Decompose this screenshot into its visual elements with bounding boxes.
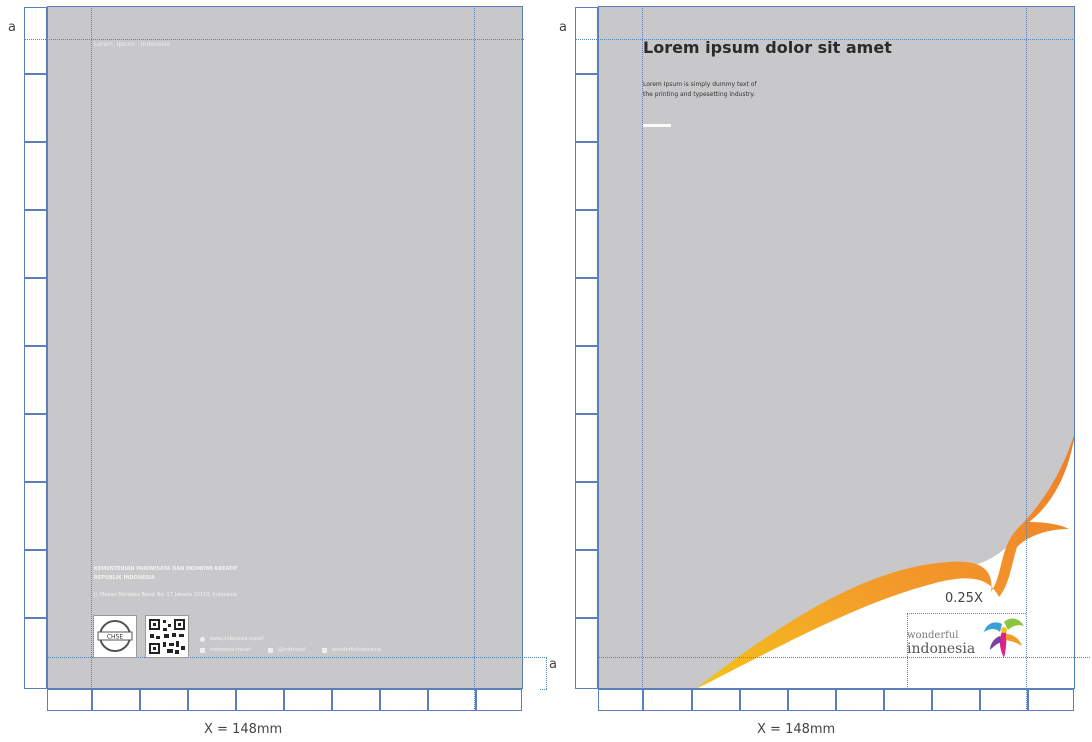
logo-size-label: 0.25X [945,591,983,606]
twitter-icon [268,648,273,653]
ruler-cell [575,482,598,550]
youtube-icon [322,648,327,653]
page-width-label: X = 148mm [204,722,283,737]
bottom-margin-label: a [549,657,557,672]
website-text: www.indonesia.travel [210,636,264,642]
bottom-margin-marker-tick [540,689,547,690]
ruler-cell [24,346,47,414]
top-margin-label: a [8,20,16,35]
ruler-cell [575,142,598,210]
ruler-cell [1028,689,1074,711]
org-address: Jl. Medan Merdeka Barat No. 17 Jakarta 1… [94,592,237,598]
ruler-cell [932,689,980,711]
ruler-cell [188,689,236,711]
front-body-line-2: the printing and typesetting industry. [643,91,755,98]
ruler-cell [884,689,932,711]
logo-box-left [907,613,908,689]
logo-word-wonderful: wonderful [907,630,959,641]
orange-bird-swoosh [696,434,1074,688]
ruler-cell [24,618,47,689]
logo-word-indonesia: indonesia [907,641,976,657]
back-header-text: Lorem, Ipsum - Indonesia [94,41,170,48]
social-instagram: indonesia.travel [210,647,251,653]
left-margin-guide [642,6,643,711]
ruler-cell [575,414,598,482]
ruler-cell [24,7,47,74]
top-margin-label: a [559,20,567,35]
ruler-cell [980,689,1028,711]
front-page [598,6,1075,689]
ruler-cell [575,550,598,618]
top-margin-guide [24,39,524,40]
accent-rule [643,124,671,127]
org-name-line-1: KEMENTERIAN PARIWISATA DAN EKONOMI KREAT… [94,566,238,572]
ruler-cell [24,210,47,278]
ruler-cell [575,278,598,346]
right-margin-guide [1026,6,1027,711]
garuda-logo-icon [984,618,1024,658]
social-twitter: @indtravel [278,647,306,653]
front-body-line-1: Lorem Ipsum is simply dummy text of [643,81,757,88]
ruler-cell [24,142,47,210]
ruler-cell [643,689,692,711]
bottom-margin-guide [47,657,547,658]
ruler-cell [836,689,884,711]
ruler-cell [692,689,740,711]
bottom-margin-marker [546,657,547,689]
page-width-label: X = 148mm [757,722,836,737]
ruler-cell [284,689,332,711]
logo-box-top [907,613,1026,614]
ruler-cell [24,278,47,346]
chse-badge: CHSE [93,615,137,658]
bottom-margin-guide [598,657,1090,658]
globe-icon [200,637,205,642]
ruler-cell [575,74,598,142]
white-corner-area [697,441,1074,688]
top-margin-guide [575,39,1075,40]
left-margin-guide [91,6,92,711]
ruler-cell [92,689,140,711]
ruler-cell [740,689,788,711]
ruler-cell [24,414,47,482]
ruler-cell [788,689,836,711]
ruler-cell [236,689,284,711]
right-edge-guide [1074,657,1075,689]
ruler-cell [24,550,47,618]
right-margin-guide [474,6,475,711]
chse-badge-label: CHSE [107,634,124,641]
social-youtube: wonderfulindonesia [332,647,382,653]
ruler-cell [140,689,188,711]
ruler-cell [598,689,643,711]
ruler-cell [575,346,598,414]
back-page [47,6,523,689]
ruler-cell [380,689,428,711]
ruler-cell [575,618,598,689]
ruler-cell [24,482,47,550]
ruler-cell [476,689,522,711]
ruler-cell [332,689,380,711]
ruler-cell [575,210,598,278]
swoosh-graphic [696,434,1074,688]
qr-code [145,615,189,658]
ruler-cell [24,74,47,142]
front-title: Lorem ipsum dolor sit amet [643,38,892,57]
ruler-cell [575,7,598,74]
org-name-line-2: REPUBLIK INDONESIA [94,575,155,581]
ruler-cell [47,689,92,711]
instagram-icon [200,648,205,653]
ruler-cell [428,689,476,711]
